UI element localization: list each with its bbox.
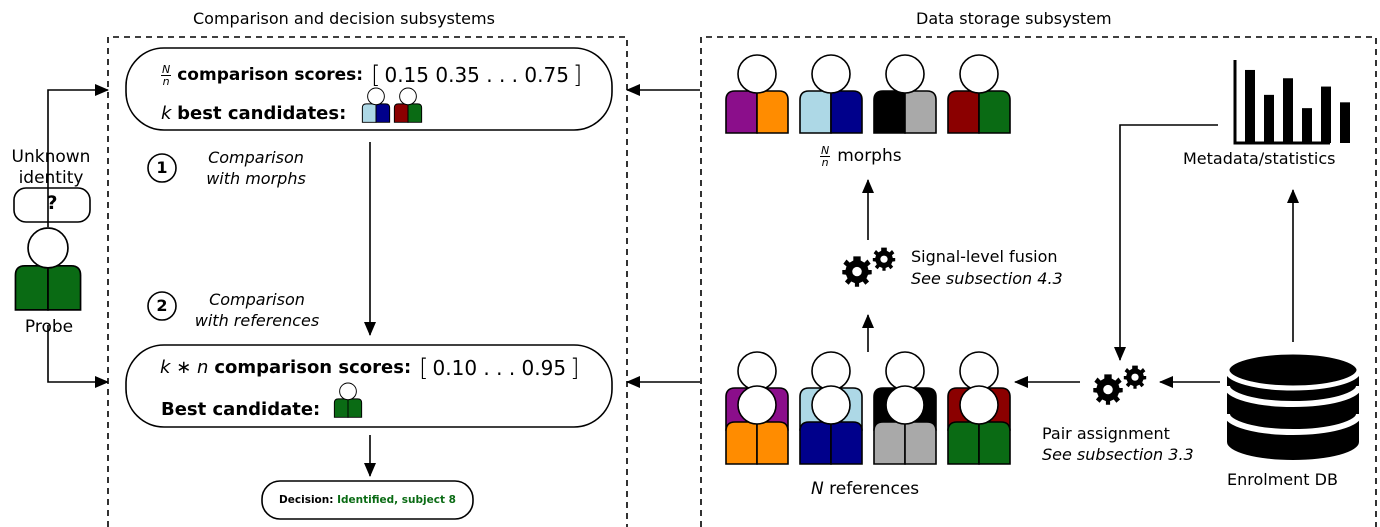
comparison-frame	[107, 36, 628, 527]
metadata-label: Metadata/statistics	[1183, 149, 1336, 168]
metadata-bar-2	[1264, 94, 1274, 143]
arrow-probe-to-bottom	[47, 325, 109, 388]
reference-front-icon-2	[799, 385, 863, 465]
metadata-bar-1	[1245, 69, 1255, 143]
arrows	[47, 84, 1299, 477]
decision-box	[261, 480, 474, 520]
metadata-chart-icon	[1233, 60, 1350, 145]
references-label: N references	[811, 479, 920, 499]
database-icon	[1224, 349, 1362, 460]
pair-label: Pair assignment See subsection 3.3	[1042, 424, 1194, 464]
db-label: Enrolment DB	[1227, 470, 1338, 489]
metadata-bar-6	[1340, 102, 1350, 143]
unknown-identity-box	[13, 187, 91, 223]
morph-person-icon-1	[725, 54, 789, 134]
step-2-circle	[147, 291, 177, 321]
candidate-icon-1	[361, 87, 391, 123]
best-candidate-label: Best candidate:	[161, 399, 321, 420]
reference-front-icon-3	[873, 385, 937, 465]
step-1-number: 1	[156, 158, 168, 177]
best-candidate-icon	[333, 382, 363, 418]
arrow-meta-to-pair	[1114, 124, 1218, 361]
morph-person-icon-4	[947, 54, 1011, 134]
fusion-label: Signal-level fusion See subsection 4.3	[911, 247, 1063, 288]
bottom-scores-values: 0.10 . . . 0.95	[432, 356, 567, 380]
probe-person-icon	[14, 227, 82, 311]
top-candidates-line: k best candidates:	[161, 103, 347, 124]
step-2-number: 2	[156, 296, 168, 315]
metadata-bar-5	[1321, 86, 1331, 143]
fusion-gear-icon	[842, 247, 896, 287]
unknown-identity-mark: ?	[46, 192, 58, 214]
reference-front-icon-4	[947, 385, 1011, 465]
decision-value: Identified, subject 8	[337, 494, 456, 506]
arrow-probe-to-top	[47, 84, 109, 227]
decision-text: Decision: Identified, subject 8	[279, 494, 456, 506]
top-scores-box	[125, 47, 613, 131]
reference-front-icon-1	[725, 385, 789, 465]
probe-caption: Unknown identity	[11, 147, 91, 188]
storage-frame	[700, 36, 1377, 527]
morph-person-icon-2	[799, 54, 863, 134]
top-scores-values: 0.15 0.35 . . . 0.75	[384, 63, 569, 87]
candidate-icon-2	[393, 87, 423, 123]
metadata-bar-3	[1283, 78, 1293, 143]
step-1-circle	[147, 153, 177, 183]
storage-section-title: Data storage subsystem	[916, 9, 1112, 28]
comparison-section-title: Comparison and decision subsystems	[193, 9, 495, 28]
bottom-scores-line: k ∗ n comparison scores: [0.10 . . . 0.9…	[160, 354, 580, 382]
bottom-scores-box	[125, 344, 613, 428]
morph-person-icon-3	[873, 54, 937, 134]
pair-gear-icon	[1093, 365, 1147, 405]
probe-label: Probe	[24, 317, 74, 337]
metadata-bar-4	[1302, 108, 1312, 143]
